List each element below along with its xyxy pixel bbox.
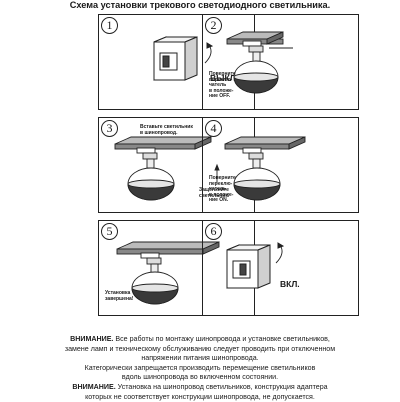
step-number: 4 [205, 120, 222, 137]
note-line-5: вдоль шинопровода во включенном состояни… [121, 373, 279, 382]
step-3-panel: 3 Вставьте светильник в шинопровод. Защё… [98, 117, 255, 213]
note-line-4: Категорически запрещается производить пе… [84, 363, 316, 372]
step-4-panel: 4 Поверните переклю- чатель в положе- ни… [202, 117, 359, 213]
page-title: Схема установки трекового светодиодного … [69, 0, 331, 10]
note-line-3: напряжении питания шинопровода. [141, 354, 259, 363]
installed-light-illustration [116, 241, 220, 305]
step-number: 3 [101, 120, 118, 137]
note-line-2: замене ламп и техническому обслуживанию … [64, 344, 336, 353]
latch-light-instruction: Защёлкните светильник. [199, 187, 230, 199]
track-light-switch-on-illustration [224, 136, 306, 201]
switch-box-on-illustration [226, 242, 285, 289]
step-1-panel: 1 ВЫКЛ. [98, 14, 255, 110]
step-6-panel: 6 ВКЛ. [202, 220, 359, 316]
step-2-panel: 2 Поверните переклю- чатель в положе- ни… [202, 14, 359, 110]
step-number: 1 [101, 17, 118, 34]
switch-off-label: ВЫКЛ. [210, 73, 238, 83]
warning-word-2: ВНИМАНИЕ. [72, 382, 116, 391]
insert-light-into-track-illustration [114, 136, 220, 201]
note-line-6: Установка на шинопровод светильников, ко… [115, 382, 328, 391]
note-line-1: Все работы по монтажу шинопровода и уста… [113, 335, 330, 343]
warning-word: ВНИМАНИЕ. [70, 335, 114, 343]
step-2-instruction: Поверните переклю- чатель в положе- ние … [209, 71, 236, 100]
note-line-7: которых не соответствует конструкции шин… [85, 392, 315, 401]
insert-light-instruction: Вставьте светильник в шинопровод. [140, 124, 193, 136]
step-number: 2 [205, 17, 222, 34]
switch-box-off-illustration [153, 36, 214, 81]
step-number: 6 [205, 223, 222, 240]
step-number: 5 [101, 223, 118, 240]
step-4-instruction: Поверните переклю- чатель в положе- ние … [209, 175, 236, 204]
installation-complete-label: Установка завершена! [105, 290, 134, 302]
warning-notes: ВНИМАНИЕ. Все работы по монтажу шинопров… [8, 335, 392, 402]
switch-on-label: ВКЛ. [280, 279, 300, 289]
track-light-switch-off-illustration [226, 31, 293, 94]
